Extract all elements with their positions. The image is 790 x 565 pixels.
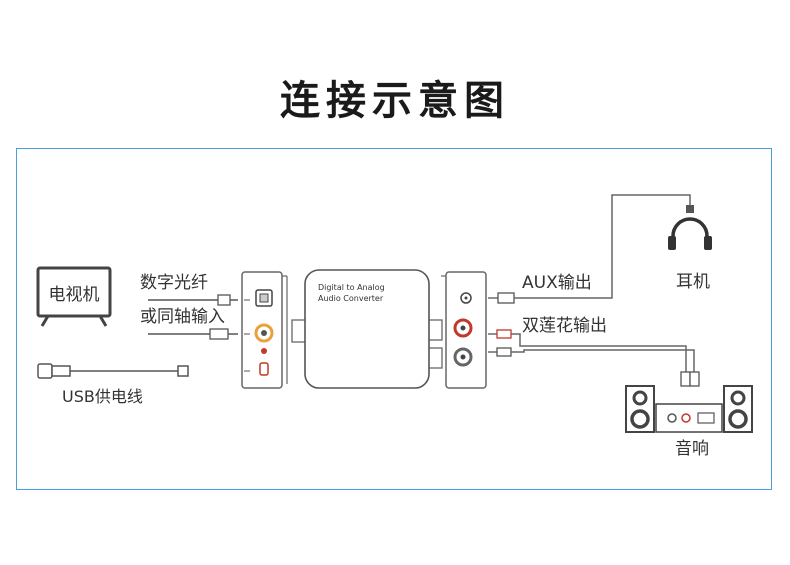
coaxial-cable-icon (148, 328, 238, 340)
speaker-label: 音响 (675, 439, 709, 459)
speaker-icon (625, 385, 753, 433)
converter-box (291, 269, 443, 389)
headphone-icon (668, 217, 712, 250)
usb-label: USB供电线 (62, 387, 143, 406)
input-label-coaxial: 或同轴输入 (140, 307, 225, 327)
converter-input-panel (241, 271, 288, 389)
tv-icon (36, 266, 112, 327)
rca-cable-icon (488, 329, 700, 387)
device-name-line1: Digital to Analog (318, 283, 385, 292)
diagram-frame (16, 148, 772, 490)
aux-cable-icon (488, 194, 694, 304)
headphone-label: 耳机 (676, 272, 710, 292)
converter-output-panel (441, 271, 487, 389)
input-label-optical: 数字光纤 (140, 273, 208, 293)
usb-cable-icon (37, 363, 189, 379)
device-name-line2: Audio Converter (318, 294, 384, 303)
page-title: 连接示意图 (280, 78, 510, 124)
aux-output-label: AUX输出 (522, 273, 592, 293)
rca-output-label: 双莲花输出 (522, 316, 607, 336)
optical-cable-icon (148, 294, 238, 306)
tv-label: 电视机 (49, 285, 100, 305)
